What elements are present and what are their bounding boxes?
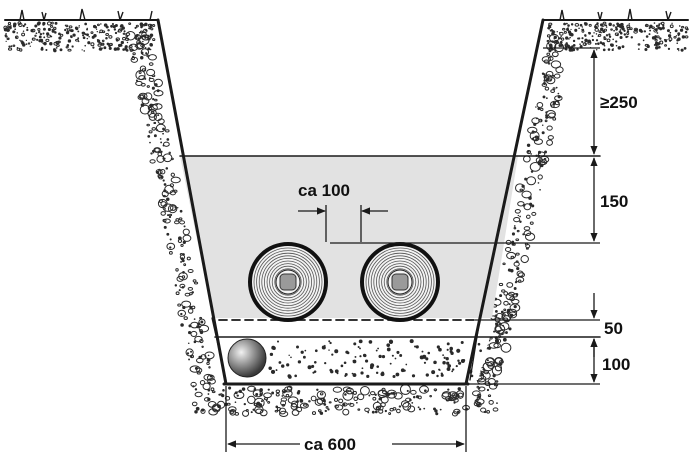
label-bedding-gap: 50 [604, 319, 623, 338]
gravel-texture [268, 339, 483, 379]
coiled-pipe-icon [248, 242, 328, 322]
inner-right-liner [469, 317, 481, 381]
label-pipe-gap: ca 100 [298, 181, 350, 200]
inner-left-liner [211, 317, 227, 381]
label-gravel-layer: 100 [602, 355, 630, 374]
grass-tufts [19, 8, 672, 21]
coiled-pipe-icon [360, 242, 440, 322]
dimension-lines [225, 47, 600, 452]
label-trench-width: ca 600 [304, 435, 356, 454]
soil-texture [3, 21, 689, 417]
trench-outline [4, 18, 689, 386]
gravel-bedding-layer [215, 337, 490, 380]
trench-left-wall [156, 18, 228, 386]
label-top-cover: ≥250 [600, 93, 638, 112]
drain-pipe-icon [227, 338, 267, 378]
label-sand-layer: 150 [600, 192, 628, 211]
